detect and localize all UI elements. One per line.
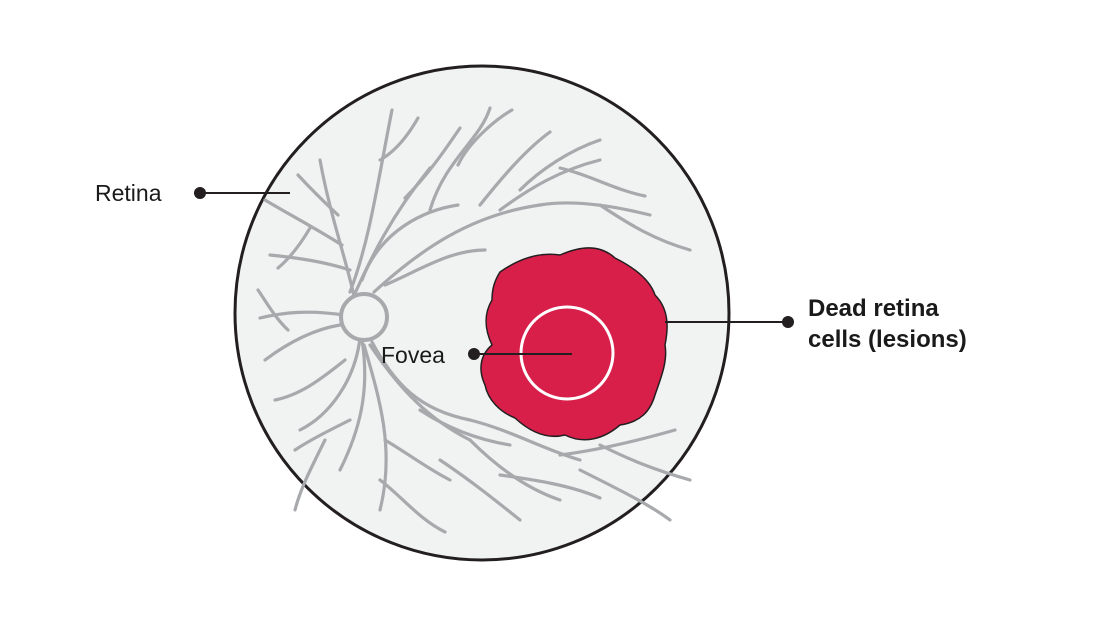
fovea-dot — [468, 348, 480, 360]
lesion-dot — [782, 316, 794, 328]
blood-vessels — [256, 106, 692, 534]
lesion-label-line-1: Dead retina — [808, 295, 939, 322]
lesion-shape — [480, 247, 668, 441]
retina-label: Retina — [95, 180, 162, 206]
leader-lines — [200, 192, 788, 355]
lesion-label-line-2: cells (lesions) — [808, 326, 967, 353]
fovea-label: Fovea — [381, 342, 445, 368]
optic-disc-icon — [339, 292, 389, 342]
eyeball-circle — [233, 64, 731, 562]
retina-dot — [194, 187, 206, 199]
lesion-label: Dead retina cells (lesions) — [808, 293, 967, 355]
